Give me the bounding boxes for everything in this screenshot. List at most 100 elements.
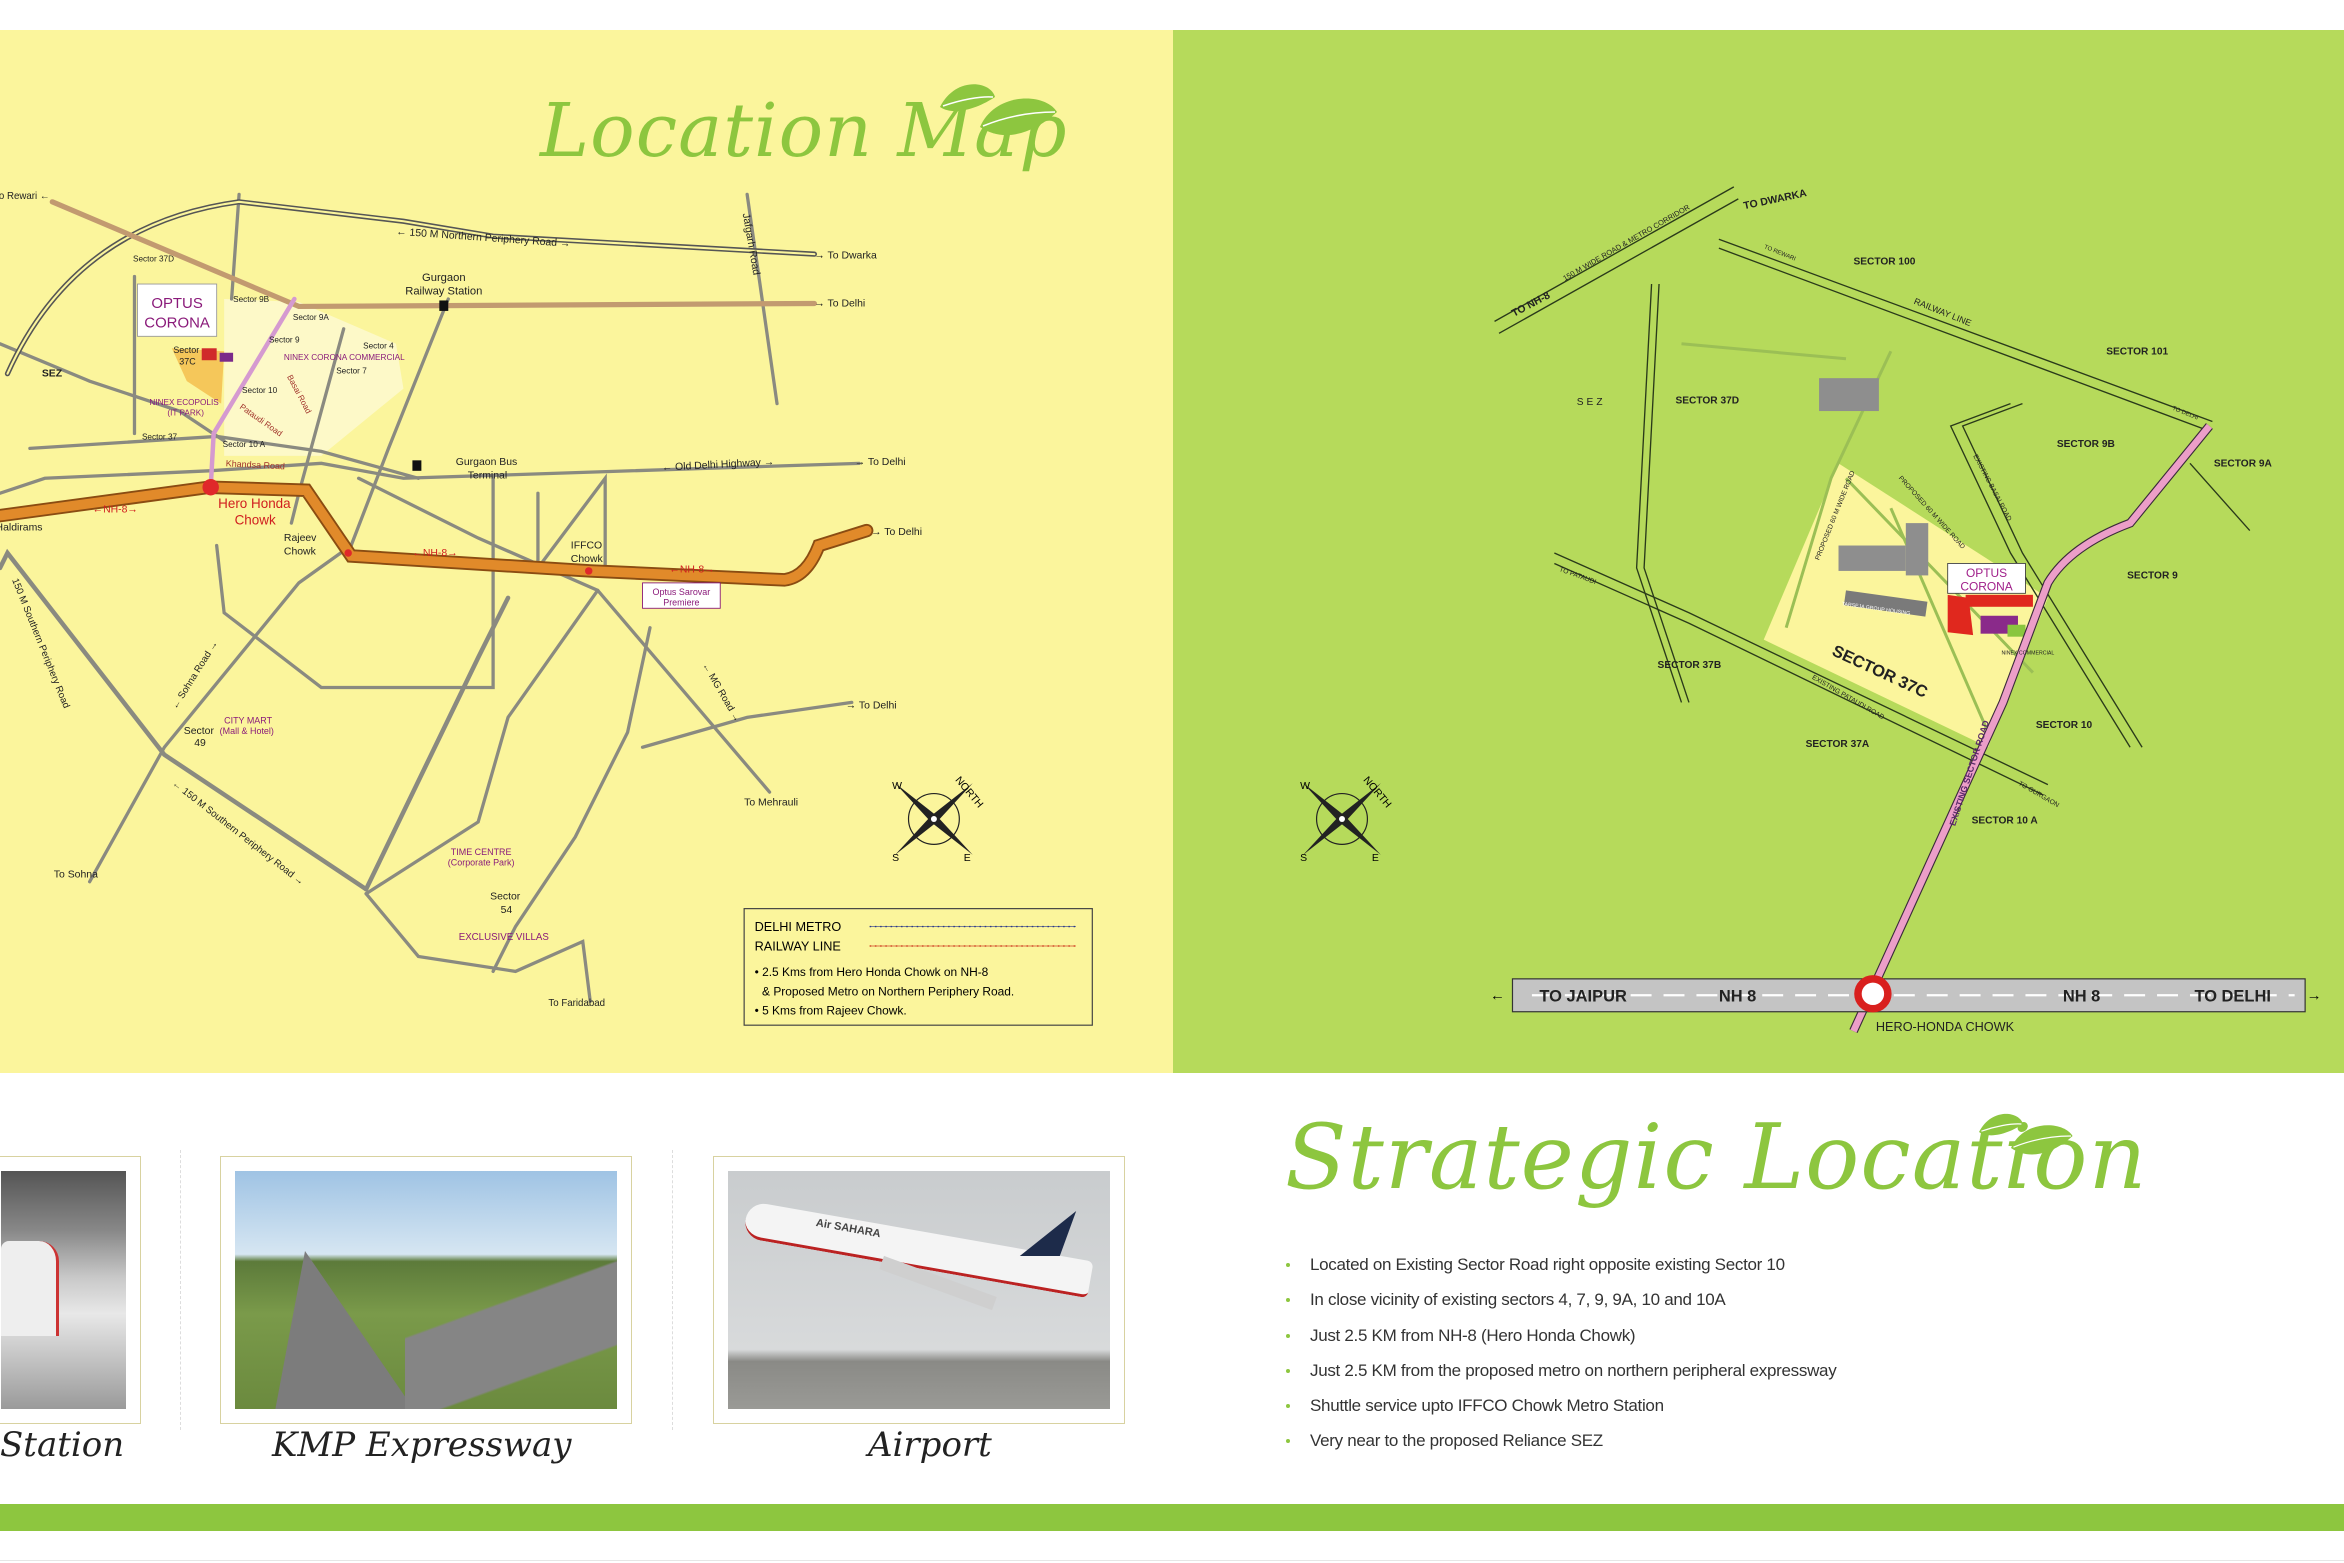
footer-line (0, 1560, 2344, 1561)
site-map-panel: ← → TO JAIPUR NH 8 NH 8 TO DELHI HERO-HO… (1173, 30, 2344, 1073)
map-label: Chowk (235, 513, 276, 528)
road (2189, 462, 2251, 532)
map-label: ← Sohna Road → (170, 639, 221, 712)
bullet-item: Just 2.5 KM from the proposed metro on n… (1286, 1356, 1837, 1391)
road-northern-periphery-inner (6, 200, 816, 375)
legend-metro-label: DELHI METRO (755, 920, 842, 934)
map-label: NINEX ECOPOLIS (149, 398, 219, 407)
airplane-tail (1019, 1211, 1077, 1256)
kmp-expressway-photo (235, 1171, 617, 1409)
compass-icon: NORTH W S E (1300, 775, 1393, 864)
road (640, 700, 854, 749)
map-label: Sector 7 (336, 367, 367, 376)
legend-note: • 2.5 Kms from Hero Honda Chowk on NH-8 (755, 965, 989, 979)
footer-green-bar (0, 1504, 2344, 1531)
map-label: NINEX CORONA COMMERCIAL (284, 353, 405, 362)
optus-sarovar-box (642, 582, 721, 609)
map-label: Chowk (284, 546, 317, 557)
map-label: Khandsa Road (226, 458, 286, 471)
railway-line (49, 199, 817, 310)
compass-icon: NORTH W S E (892, 775, 985, 864)
group-housing-block (1838, 545, 1906, 571)
map-label: Sector (173, 345, 199, 355)
map-label: Sector 10 (242, 386, 278, 395)
sector-road (208, 296, 297, 490)
map-label: Haldirams (0, 523, 43, 534)
optus-corona-callout (137, 283, 218, 337)
map-label: 49 (194, 738, 206, 749)
map-label: Sector 37D (133, 255, 174, 264)
map-label: IFFCO (571, 541, 602, 552)
bullet-text: Very near to the proposed Reliance SEZ (1310, 1431, 1603, 1451)
road (1635, 283, 1690, 703)
site-label: SECTOR 37B (1658, 660, 1722, 671)
railway-line (1718, 238, 2213, 432)
site-label: SECTOR 10 A (1972, 815, 2039, 826)
iffco-chowk-marker (585, 567, 593, 575)
road-pataudi (1554, 552, 2049, 796)
site-label: 150 M WIDE ROAD & METRO CORRIDOR (1561, 202, 1692, 282)
map-label: → To Delhi (846, 700, 897, 711)
map-label: Railway Station (405, 285, 482, 297)
site-label: TO GURGAON (2017, 780, 2060, 809)
bullet-dot-icon (1286, 1298, 1290, 1303)
road (215, 476, 495, 690)
road (364, 588, 600, 896)
caption-kmp: KMP Expressway (272, 1425, 572, 1465)
map-label: EXCLUSIVE VILLAS (459, 932, 550, 943)
map-label: Terminal (468, 470, 507, 481)
road (491, 626, 652, 974)
compass-south: S (892, 853, 899, 864)
group-housing-block (1905, 523, 1929, 576)
map-label: Gurgaon Bus (456, 457, 518, 468)
map-label: To Sohna (54, 869, 98, 880)
site-label: SECTOR 9 (2127, 570, 2178, 581)
nh8-label-delhi: TO DELHI (2194, 987, 2270, 1005)
site-label: SECTOR 101 (2106, 346, 2168, 357)
tarseja-housing-block (1843, 590, 1928, 617)
road (536, 473, 607, 573)
site-label: TO DELHI (2171, 406, 2199, 422)
map-label: Optus Sarovar (653, 587, 711, 597)
map-label: To Mehrauli (744, 798, 798, 809)
photo-frame-airport: Air SAHARA (713, 1156, 1125, 1424)
metro-station-photo (1, 1171, 126, 1409)
road-proposed-60m (1844, 477, 2035, 674)
compass-west: W (1300, 781, 1310, 792)
location-map: To Rewari ← ← 150 M Northern Periphery R… (0, 191, 1093, 1026)
divider (672, 1150, 673, 1430)
optus-corona-site (1965, 594, 2033, 607)
nh8-label-jaipur: TO JAIPUR (1539, 987, 1627, 1005)
map-label: (IT PARK) (167, 409, 204, 418)
site-label: SECTOR 37A (1806, 739, 1870, 750)
map-label: → To Delhi (814, 298, 865, 309)
map-label: (Mall & Hotel) (220, 726, 274, 736)
compass-west: W (892, 781, 902, 792)
site-label: CORONA (1960, 579, 2012, 593)
bullet-text: Just 2.5 KM from NH-8 (Hero Honda Chowk) (1310, 1325, 1636, 1345)
nh8-road (0, 482, 872, 585)
photo-frame-kmp (220, 1156, 632, 1424)
road-southern-periphery (0, 548, 369, 892)
map-label: Sector 37 (142, 432, 178, 441)
legend-railway-label: RAILWAY LINE (755, 939, 841, 953)
caption-airport: Airport (868, 1425, 992, 1465)
map-legend: DELHI METRO RAILWAY LINE • 2.5 Kms from … (743, 908, 1093, 1026)
map-label: ←NH-8→ (412, 548, 457, 559)
divider (180, 1150, 181, 1430)
railway-station-icon (439, 300, 449, 311)
map-label: SEZ (42, 369, 63, 380)
bullet-dot-icon (1286, 1439, 1290, 1444)
arrow-right-icon: → (2307, 987, 2322, 1004)
airport-photo: Air SAHARA (728, 1171, 1110, 1409)
hero-honda-chowk-marker (1854, 975, 1892, 1013)
bullet-item: Just 2.5 KM from NH-8 (Hero Honda Chowk) (1286, 1321, 1836, 1356)
optus-corona-site (201, 348, 217, 361)
map-label: Sector (184, 726, 215, 737)
bullet-item: In close vicinity of existing sectors 4,… (1286, 1285, 1836, 1320)
road-basai (1949, 402, 2143, 748)
bullet-dot-icon (1286, 1263, 1290, 1267)
map-label: TIME CENTRE (451, 847, 512, 857)
metro-train (1, 1241, 59, 1336)
map-label: To Rewari ← (0, 191, 50, 202)
